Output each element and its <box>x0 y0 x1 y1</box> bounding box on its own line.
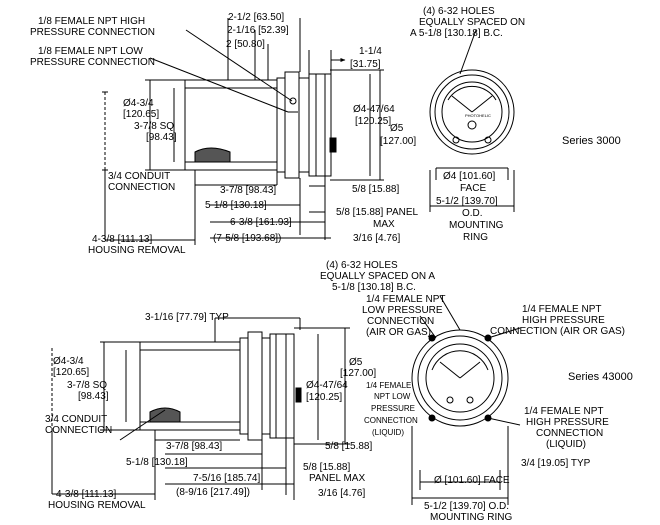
s3000-dim-3-7-8-sq: 3-7/8 SQ <box>134 121 175 132</box>
series-3000-front-view <box>429 29 515 212</box>
s3000-holes-3: A 5-1/8 [130.18] B.C. <box>410 28 503 39</box>
s43000-low-conn-3: CONNECTION <box>367 316 435 327</box>
s43000-housing-removal: HOUSING REMOVAL <box>48 500 146 511</box>
s3000-face-2: FACE <box>460 183 487 194</box>
s3000-holes-2: EQUALLY SPACED ON <box>419 17 526 28</box>
s3000-dim-7-5-8: (7-5/8 [193.68]) <box>213 233 282 244</box>
s43000-dim-5-8-b: 5/8 [15.88] <box>303 462 351 473</box>
s43000-dim-3-7-8: 3-7/8 [98.43] <box>166 441 223 452</box>
s3000-dim-1-1-4: 1-1/4 <box>359 46 382 57</box>
s43000-high-conn-1: 1/4 FEMALE NPT <box>522 304 602 315</box>
s43000-dim-3-16: 3/16 [4.76] <box>318 488 366 499</box>
s3000-high-conn-label-2: PRESSURE CONNECTION <box>30 27 156 38</box>
s3000-low-conn-label-2: PRESSURE CONNECTION <box>30 57 156 68</box>
s43000-liq-low-4: CONNECTION <box>364 416 418 425</box>
s43000-holes-1: (4) 6-32 HOLES <box>326 260 398 271</box>
s43000-dim-dia-4-3-4-mm: [120.65] <box>53 367 90 378</box>
s43000-dim-dia-5: Ø5 <box>349 357 363 368</box>
s43000-liq-low-5: (LIQUID) <box>372 428 404 437</box>
s43000-dim-5-8-a: 5/8 [15.88] <box>325 441 373 452</box>
s3000-conduit-label-1: 3/4 CONDUIT <box>108 171 171 182</box>
s43000-dim-dia-4-47-64-mm: [120.25] <box>306 392 343 403</box>
s43000-liq-high-4: (LIQUID) <box>546 439 586 450</box>
s43000-dim-7-5-16: 7-5/16 [185.74] <box>193 473 261 484</box>
s3000-dim-3-7-8: 3-7/8 [98.43] <box>220 185 277 196</box>
s43000-dim-3-7-8-sq-mm: [98.43] <box>78 391 109 402</box>
s3000-dim-dia-4-47-64-mm: [120.25] <box>355 116 392 127</box>
series-43000-title: Series 43000 <box>568 371 633 383</box>
s43000-liq-low-1: 1/4 FEMALE <box>366 381 412 390</box>
s43000-conduit-2: CONNECTION <box>45 425 113 436</box>
s43000-dim-dia-4-3-4: Ø4-3/4 <box>53 356 84 367</box>
s43000-liq-low-2: NPT LOW <box>374 392 411 401</box>
s3000-housing-removal: HOUSING REMOVAL <box>88 245 186 256</box>
s3000-dim-2: 2 [50.80] <box>226 39 265 50</box>
s3000-face-1: Ø4 [101.60] <box>443 171 496 182</box>
s43000-face: Ø [101.60] FACE <box>434 475 510 486</box>
s3000-dim-2-1-16: 2-1/16 [52.39] <box>227 25 289 36</box>
s3000-high-conn-label-1: 1/8 FEMALE NPT HIGH <box>38 16 146 27</box>
s3000-dim-dia-5-mm: [127.00] <box>380 136 417 147</box>
s43000-dim-8-9-16: (8-9/16 [217.49]) <box>176 487 250 498</box>
s43000-dim-3-1-16: 3-1/16 [77.79] TYP <box>145 312 229 323</box>
s43000-holes-3: 5-1/8 [130.18] B.C. <box>332 282 416 293</box>
s43000-low-conn-2: LOW PRESSURE <box>362 305 443 316</box>
s43000-dim-3-7-8-sq: 3-7/8 SQ <box>67 380 108 391</box>
s3000-dim-dia-4-3-4-mm: [120.65] <box>123 109 160 120</box>
s3000-ring-2: O.D. <box>462 208 483 219</box>
s43000-ring-2: MOUNTING RING <box>430 512 513 523</box>
s3000-dim-5-1-8: 5-1/8 [130.18] <box>205 200 267 211</box>
s43000-liq-high-2: HIGH PRESSURE <box>526 417 609 428</box>
s3000-dim-dia-4-47-64: Ø4-47/64 <box>353 104 395 115</box>
s43000-low-conn-4: (AIR OR GAS) <box>366 327 432 338</box>
s3000-holes-1: (4) 6-32 HOLES <box>423 6 495 17</box>
s3000-ring-3: MOUNTING <box>449 220 504 231</box>
s43000-conduit-1: 3/4 CONDUIT <box>45 414 108 425</box>
s3000-low-conn-label-1: 1/8 FEMALE NPT LOW <box>38 46 143 57</box>
s43000-dim-5-1-8: 5-1/8 [130.18] <box>126 457 188 468</box>
s43000-high-conn-2: HIGH PRESSURE <box>522 315 605 326</box>
s3000-panel-max-1: 5/8 [15.88] PANEL <box>336 207 419 218</box>
s3000-conduit-label-2: CONNECTION <box>108 182 176 193</box>
s43000-liq-high-1: 1/4 FEMALE NPT <box>524 406 604 417</box>
series-43000-front-view <box>411 295 521 505</box>
s3000-dim-dia-5: Ø5 <box>390 123 404 134</box>
s3000-dim-6-3-8: 6-3/8 [161.93] <box>230 217 292 228</box>
s3000-dim-2-1-2: 2-1/2 [63.50] <box>228 12 285 23</box>
s3000-panel-max-2: MAX <box>373 219 395 230</box>
s43000-holes-2: EQUALLY SPACED ON A <box>320 271 436 282</box>
s43000-dim-dia-4-47-64: Ø4-47/64 <box>306 380 348 391</box>
s3000-ring-4: RING <box>463 232 488 243</box>
s43000-ring-1: 5-1/2 [139.70] O.D. <box>424 501 510 512</box>
series-43000-side-view <box>51 317 350 500</box>
series-3000-title: Series 3000 <box>562 135 621 147</box>
s3000-ring-1: 5-1/2 [139.70] <box>436 196 498 207</box>
s43000-low-conn-1: 1/4 FEMALE NPT <box>366 294 446 305</box>
s3000-dim-3-7-8-sq-mm: [98.43] <box>146 132 177 143</box>
s43000-dim-4-3-8: 4-3/8 [111.13] <box>56 489 117 500</box>
s3000-dim-4-3-8: 4-3/8 [111.13] <box>92 234 153 245</box>
s3000-dim-1-1-4-mm: [31.75] <box>350 59 381 70</box>
s3000-dim-3-16: 3/16 [4.76] <box>353 233 401 244</box>
s43000-dim-dia-5-mm: [127.00] <box>340 368 377 379</box>
s43000-panel-max: PANEL MAX <box>309 473 366 484</box>
gauge-brand-3000: PHOTOHELIC <box>465 113 491 118</box>
s43000-liq-high-3: CONNECTION <box>536 428 604 439</box>
series-3000-side-view <box>102 18 384 245</box>
s3000-dim-5-8: 5/8 [15.88] <box>352 184 400 195</box>
s43000-liq-low-3: PRESSURE <box>371 404 416 413</box>
s3000-dim-dia-4-3-4: Ø4-3/4 <box>123 98 154 109</box>
s43000-high-conn-3: CONNECTION (AIR OR GAS) <box>490 326 626 337</box>
s43000-typ: 3/4 [19.05] TYP <box>521 458 591 469</box>
